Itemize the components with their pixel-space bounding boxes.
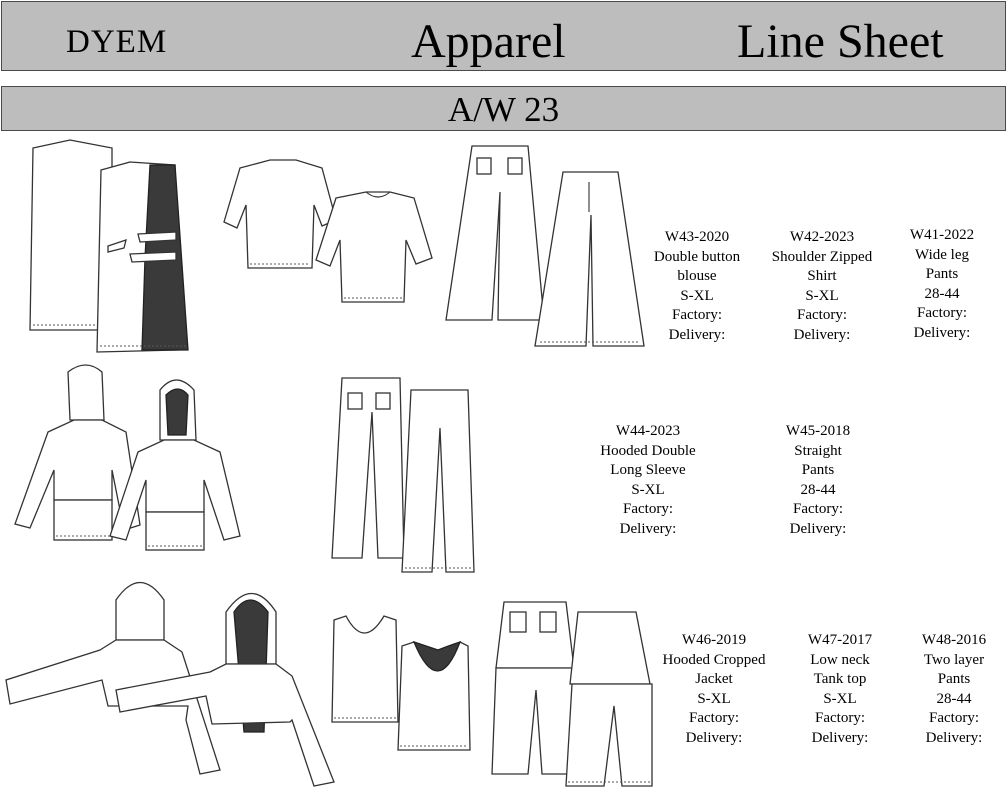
- header-title: Apparel: [411, 15, 566, 68]
- product-spec-w44: W44-2023 Hooded Double Long Sleeve S-XL …: [578, 422, 718, 539]
- product-name: Hooded Double: [600, 442, 696, 459]
- product-factory: Factory:: [793, 501, 843, 517]
- product-name-line2: Long Sleeve: [610, 462, 686, 478]
- product-size: S-XL: [631, 481, 665, 498]
- product-name: Two layer: [923, 651, 985, 668]
- product-delivery: Delivery:: [685, 729, 743, 746]
- sketch-zipped-shirt: [223, 159, 433, 303]
- product-spec-w43: W43-2020 Double button blouse S-XL Facto…: [627, 228, 767, 345]
- product-code: W48-2016: [921, 632, 987, 648]
- product-name-line2: blouse: [677, 268, 717, 284]
- product-size: S-XL: [680, 287, 714, 304]
- product-factory: Factory:: [797, 307, 847, 323]
- product-delivery: Delivery:: [619, 520, 677, 537]
- sketch-wide-leg-pants: [445, 145, 645, 347]
- product-spec-w47: W47-2017 Low neck Tank top S-XL Factory:…: [770, 631, 910, 748]
- product-factory: Factory:: [815, 710, 865, 726]
- product-code: W47-2017: [807, 632, 873, 648]
- product-code: W44-2023: [615, 423, 681, 439]
- product-spec-w45: W45-2018 Straight Pants 28-44 Factory: D…: [748, 422, 888, 539]
- product-delivery: Delivery:: [811, 729, 869, 746]
- product-size: S-XL: [697, 690, 731, 707]
- sketch-double-button-blouse: [29, 139, 189, 353]
- product-factory: Factory:: [689, 710, 739, 726]
- product-delivery: Delivery:: [793, 326, 851, 343]
- product-factory: Factory:: [917, 305, 967, 321]
- product-size: 28-44: [936, 690, 972, 707]
- sketch-hooded-cropped-jacket: [5, 582, 335, 787]
- brand-name: DYEM: [66, 24, 168, 60]
- sketch-hooded-long-sleeve: [14, 364, 241, 551]
- product-delivery: Delivery:: [913, 324, 971, 341]
- product-code: W42-2023: [789, 229, 855, 245]
- product-name: Hooded Cropped: [662, 651, 766, 668]
- product-spec-w46: W46-2019 Hooded Cropped Jacket S-XL Fact…: [644, 631, 784, 748]
- product-name-line2: Pants: [801, 462, 835, 478]
- product-size: S-XL: [805, 287, 839, 304]
- product-name-line2: Shirt: [807, 268, 837, 284]
- product-name-line2: Pants: [937, 671, 971, 687]
- header-subtitle: Line Sheet: [737, 15, 944, 68]
- sketch-tank-top: [331, 615, 471, 751]
- season-bar: A/W 23: [1, 86, 1006, 131]
- product-name: Straight: [794, 442, 842, 459]
- product-factory: Factory:: [672, 307, 722, 323]
- product-name-line2: Tank top: [813, 671, 867, 687]
- product-factory: Factory:: [623, 501, 673, 517]
- product-size: 28-44: [800, 481, 836, 498]
- product-spec-w48: W48-2016 Two layer Pants 28-44 Factory: …: [884, 631, 1008, 748]
- header-bar: DYEM Apparel Line Sheet: [1, 1, 1006, 71]
- product-code: W45-2018: [785, 423, 851, 439]
- product-size: S-XL: [823, 690, 857, 707]
- product-spec-w41: W41-2022 Wide leg Pants 28-44 Factory: D…: [872, 226, 1008, 343]
- sketch-two-layer-pants: [491, 601, 653, 787]
- product-delivery: Delivery:: [789, 520, 847, 537]
- product-delivery: Delivery:: [668, 326, 726, 343]
- season-label: A/W 23: [447, 90, 560, 129]
- product-delivery: Delivery:: [925, 729, 983, 746]
- product-name-line2: Jacket: [695, 671, 733, 687]
- product-name: Double button: [653, 248, 741, 265]
- product-name: Shoulder Zipped: [771, 248, 873, 265]
- sketch-straight-pants: [331, 377, 475, 573]
- product-factory: Factory:: [929, 710, 979, 726]
- product-spec-w42: W42-2023 Shoulder Zipped Shirt S-XL Fact…: [752, 228, 892, 345]
- product-size: 28-44: [924, 285, 960, 302]
- product-name-line2: Pants: [925, 266, 959, 282]
- product-code: W46-2019: [681, 632, 747, 648]
- product-code: W41-2022: [909, 227, 975, 243]
- product-name: Wide leg: [915, 246, 969, 263]
- product-name: Low neck: [810, 651, 870, 668]
- product-code: W43-2020: [664, 229, 730, 245]
